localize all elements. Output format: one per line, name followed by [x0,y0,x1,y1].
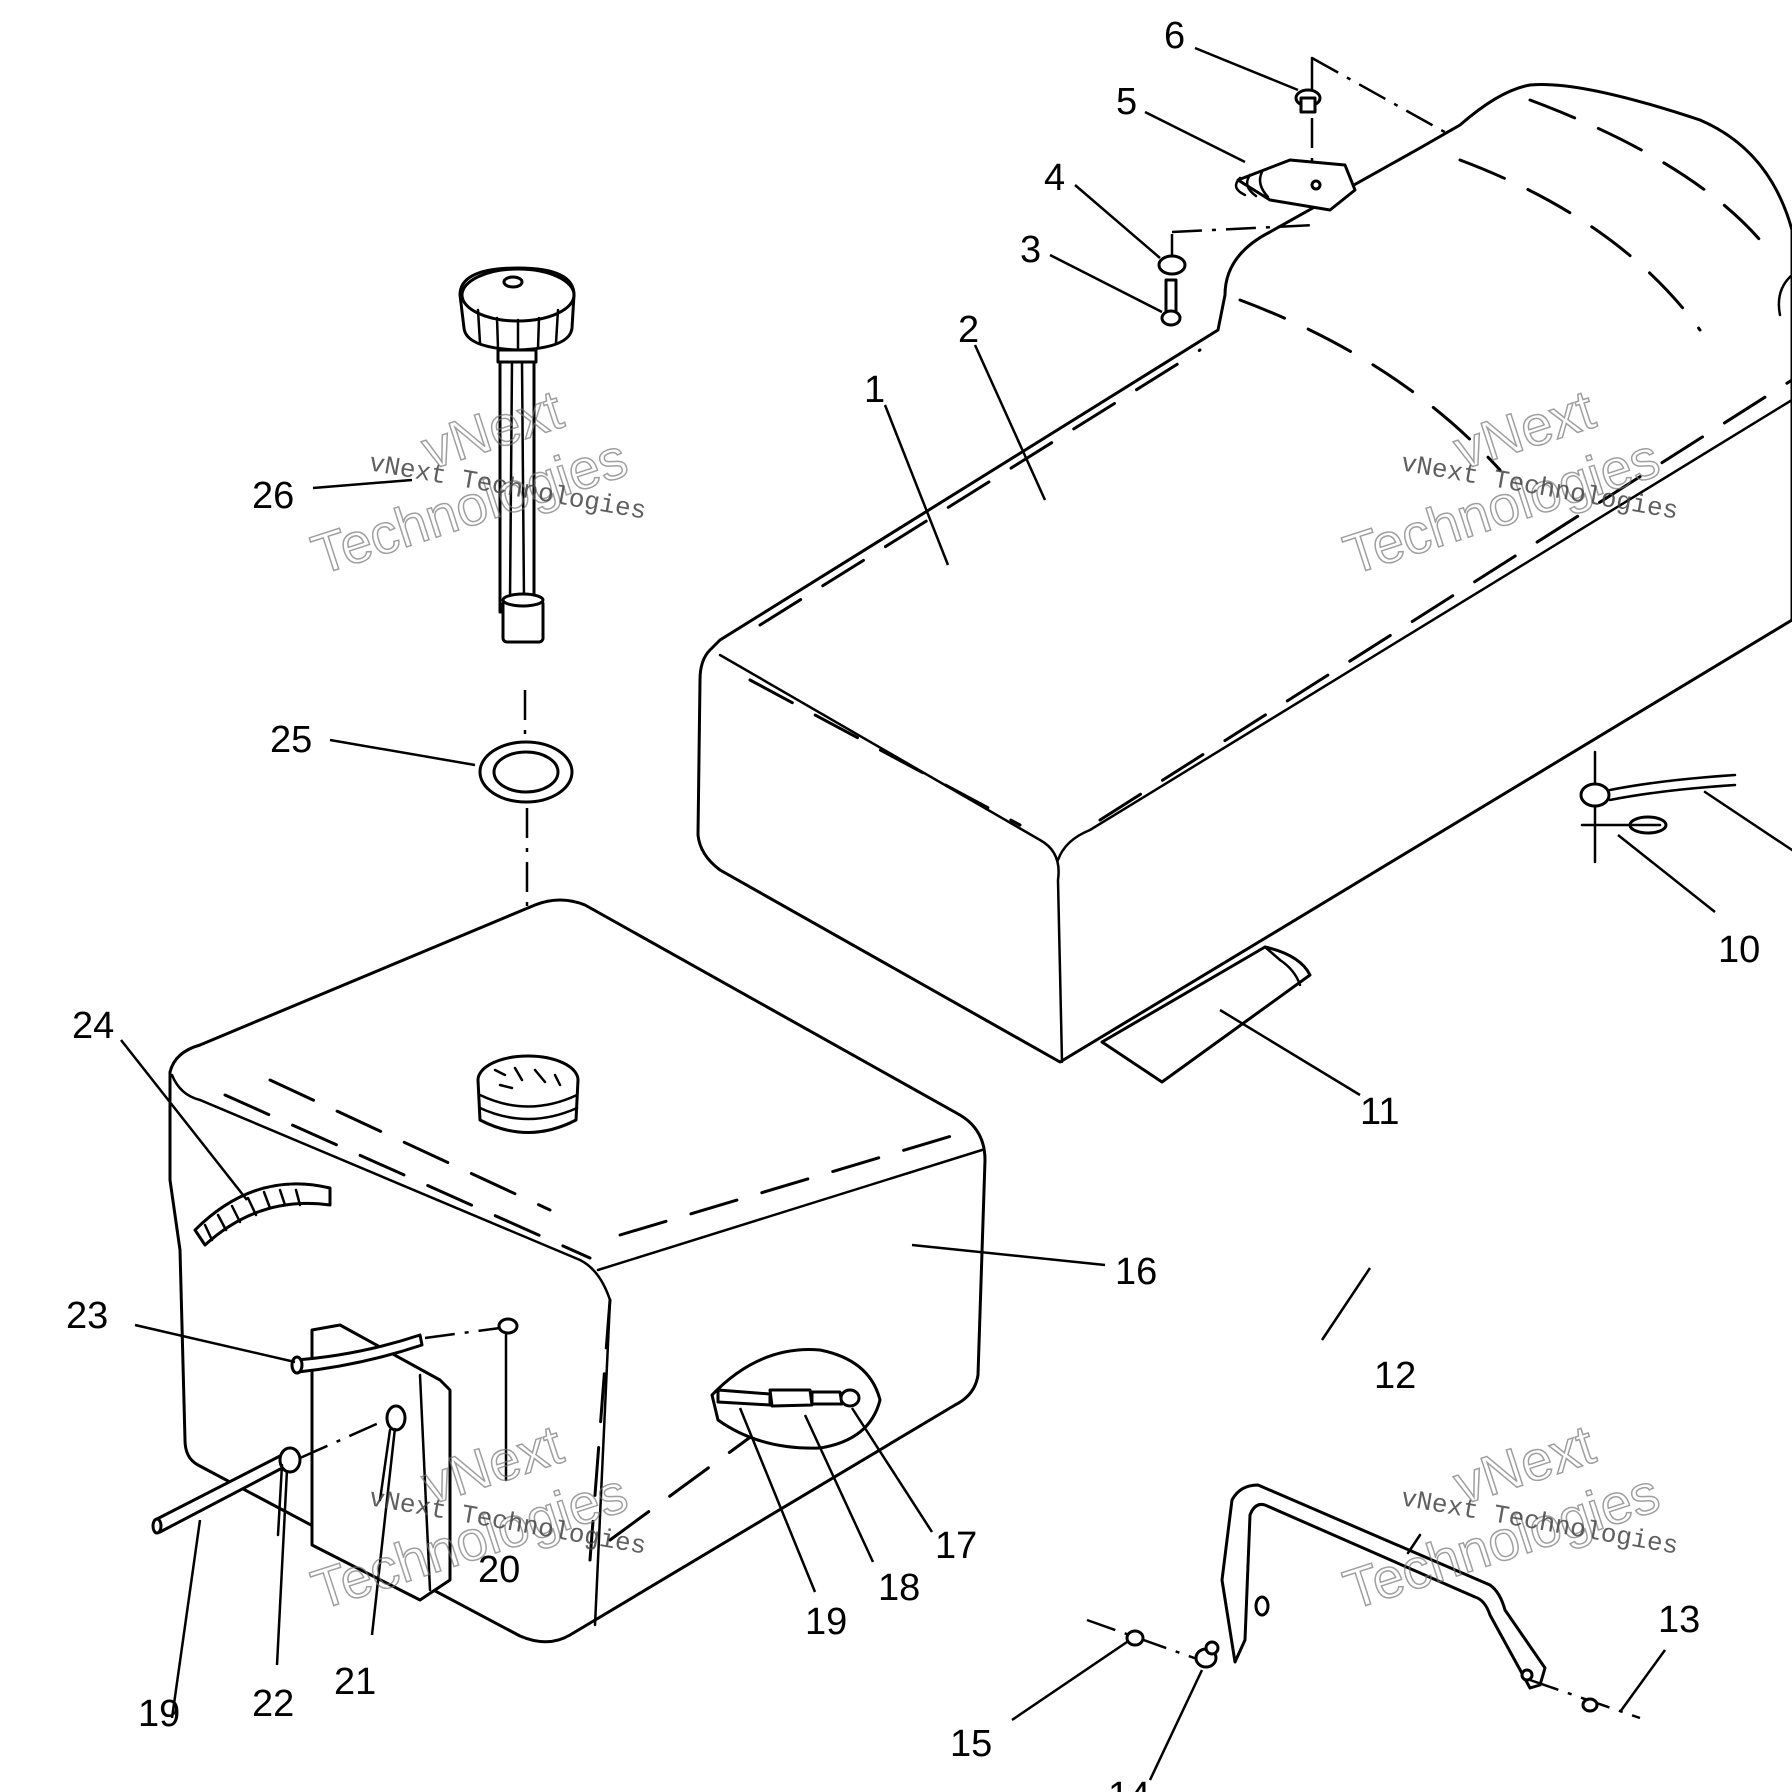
tank-contour-dash-5 [608,1428,762,1542]
callout-18: 18 [878,1567,920,1609]
callout-17: 17 [935,1525,977,1567]
tank-right-top-edge [596,1148,984,1272]
tank-contour-dash-3 [618,1133,957,1237]
strap-clip-10 [1579,750,1792,864]
callout-20: 20 [478,1549,520,1591]
callout-21: 21 [334,1661,376,1703]
callout-1: 1 [864,369,885,411]
callout-5: 5 [1116,81,1137,123]
latch-center-line [1311,56,1451,137]
leader-lines [120,46,1716,1781]
callout-4: 4 [1044,157,1065,199]
callout-10: 10 [1718,929,1760,971]
seat-cushion [696,82,1792,1064]
washer-14 [1194,1640,1220,1669]
callout-14: 14 [1108,1775,1150,1792]
tank-contour-dash-4 [588,1298,612,1562]
callout-25: 25 [270,719,312,761]
tank-contour-dash-2 [268,1078,552,1212]
callout-19-left: 19 [138,1693,180,1735]
hose-23 [290,1333,424,1375]
seat-bracket-11 [1100,945,1312,1084]
seat-stitch-line-1 [748,678,1022,827]
latch-bolt-axis [1171,223,1316,234]
seat-stitch-line-6 [1458,158,1702,332]
fuel-tank-16 [168,898,987,1644]
watermark-top-left: vNext Technologies vNext Technologies [303,376,648,587]
callout-22: 22 [252,1683,294,1725]
flange-nut-6 [1294,88,1322,114]
sending-unit-plate [310,1323,452,1602]
callout-16: 16 [1115,1251,1157,1293]
callout-2: 2 [958,309,979,351]
callout-19-right: 19 [805,1601,847,1643]
callout-23: 23 [66,1295,108,1337]
fitting-21-axis [299,1416,391,1460]
clamp-20 [497,1317,519,1482]
tank-contour-dash-1 [223,1093,592,1260]
callout-13: 13 [1658,1599,1700,1641]
fuel-filler-neck [476,1054,580,1134]
seat-stitch-line-5 [1528,98,1762,242]
rivet-13 [1581,1697,1599,1713]
seat-stitch-line-3 [758,348,1202,627]
fuel-gauge-cap-26 [458,266,576,644]
clamp-22 [276,1446,302,1537]
callout-11: 11 [1360,1091,1399,1133]
latch-plate-5 [1234,158,1357,212]
watermark-bottom-right: vNext Technologies vNext Technologies [1335,1411,1680,1622]
seat-stitch-line-2 [1098,378,1792,822]
fuel-fitting-17-18 [716,1388,861,1408]
tank-top-edge [170,1073,612,1627]
screw-3 [1160,278,1182,327]
seat-latch-hardware [1157,56,1451,327]
seat-top-contour [1056,398,1792,862]
callout-6: 6 [1164,15,1185,57]
seat-stitch-line-4 [1238,298,1502,472]
tank-bracket-12 [1220,1483,1547,1690]
gasket-ring-25 [478,740,574,804]
callout-26: 26 [252,475,294,517]
callout-24: 24 [72,1005,114,1047]
callout-3: 3 [1020,229,1041,271]
vent-hose-24 [193,1182,332,1247]
nut-15 [1125,1629,1145,1647]
callout-numbers: 1 2 3 4 5 6 10 11 12 13 14 15 16 17 18 1… [66,15,1760,1792]
seat-front-edge [718,653,1064,1064]
hose-23-axis [424,1326,501,1340]
seat-assembly [696,82,1792,1064]
washer-4 [1157,254,1187,276]
callout-12: 12 [1374,1355,1416,1397]
callout-15: 15 [950,1723,992,1765]
seat-right-bulge [1777,273,1792,317]
